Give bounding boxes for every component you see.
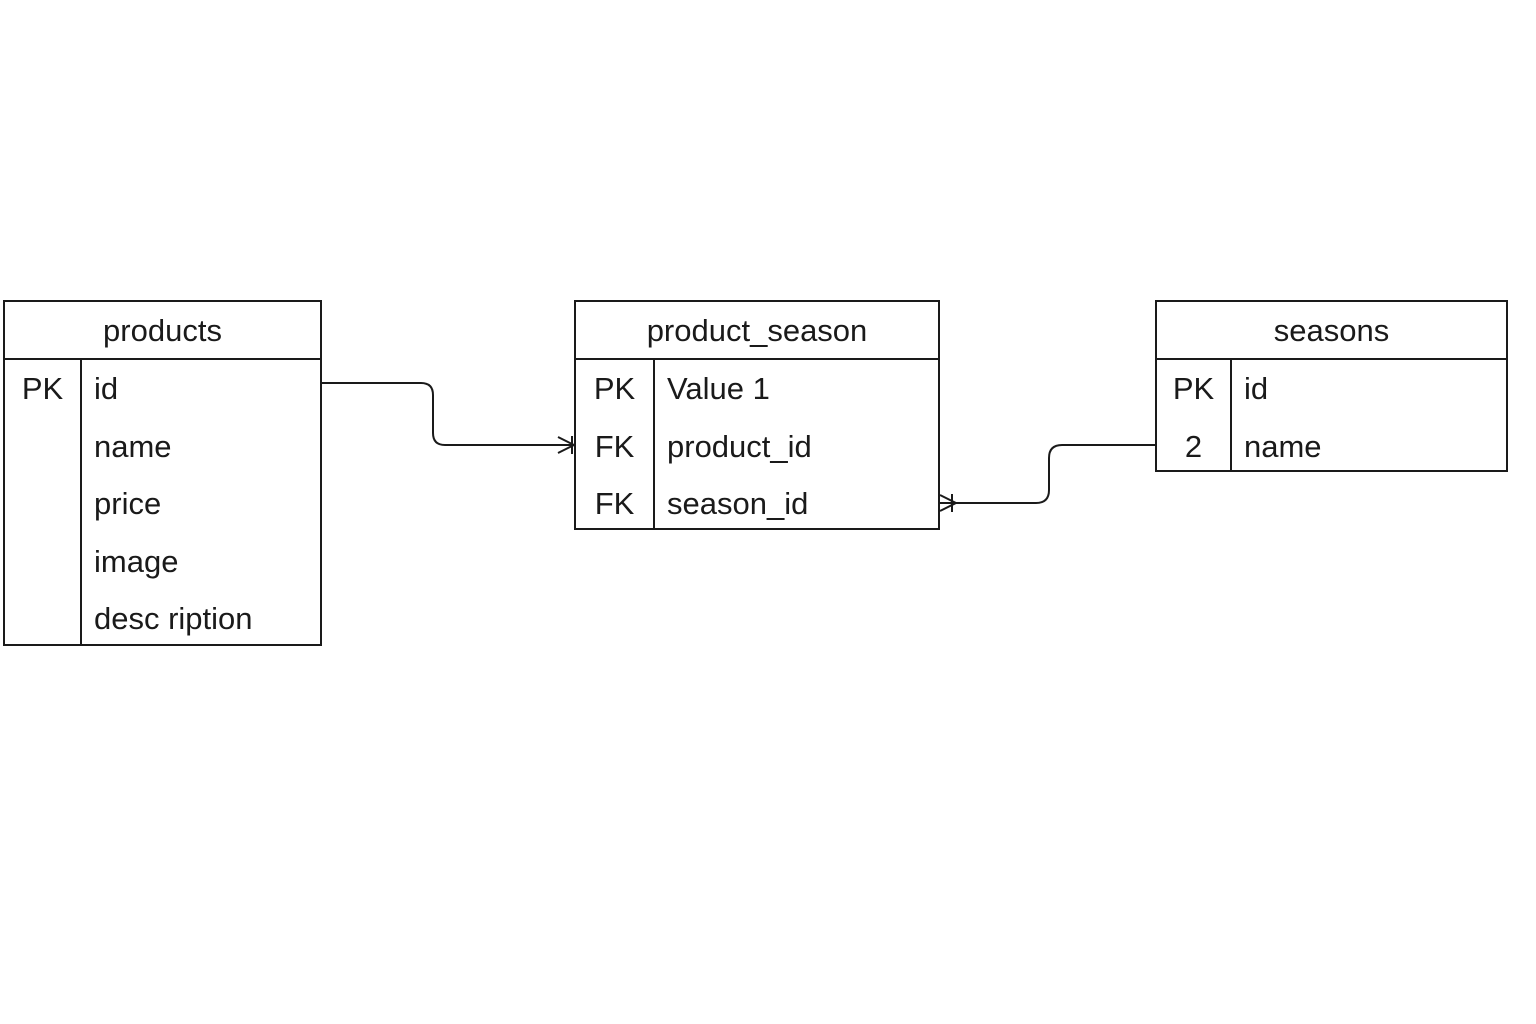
- relationship-products-product-season[interactable]: [322, 382, 575, 454]
- attribute-row: price: [5, 475, 320, 533]
- relationship-seasons-product-season[interactable]: [939, 444, 1155, 512]
- attribute-name: image: [94, 543, 179, 579]
- entity-products[interactable]: products PK id name price image desc rip…: [3, 300, 322, 646]
- crowfoot-toe-icon: [557, 444, 575, 454]
- crowfoot-toe-icon: [939, 494, 957, 504]
- attribute-row: PK id: [1157, 360, 1506, 418]
- entity-attributes: PK Value 1 FK product_id FK season_id: [576, 360, 938, 533]
- attribute-name: id: [94, 371, 119, 407]
- crowfoot-toe-icon: [557, 436, 575, 446]
- entity-attributes: PK id 2 name: [1157, 360, 1506, 475]
- attribute-row: desc ription: [5, 590, 320, 648]
- entity-seasons[interactable]: seasons PK id 2 name: [1155, 300, 1508, 472]
- entity-title: seasons: [1157, 302, 1506, 360]
- entity-title: product_season: [576, 302, 938, 360]
- attribute-name: name: [94, 428, 172, 464]
- relationship-line: [940, 444, 1155, 504]
- key-column-divider: [653, 360, 655, 530]
- attribute-name: id: [1244, 371, 1269, 407]
- attribute-row: PK Value 1: [576, 360, 938, 418]
- attribute-name: price: [94, 486, 162, 522]
- attribute-name: name: [1244, 428, 1322, 464]
- entity-attributes: PK id name price image desc ription: [5, 360, 320, 648]
- key-column-divider: [80, 360, 82, 646]
- attribute-row: FK product_id: [576, 418, 938, 476]
- attribute-row: 2 name: [1157, 418, 1506, 476]
- attribute-row: name: [5, 418, 320, 476]
- attribute-key: FK: [594, 428, 635, 464]
- relationship-line: [322, 382, 574, 446]
- attribute-key: PK: [21, 371, 64, 407]
- entity-product-season[interactable]: product_season PK Value 1 FK product_id …: [574, 300, 940, 530]
- attribute-row: image: [5, 533, 320, 591]
- attribute-key: PK: [593, 371, 636, 407]
- attribute-row: PK id: [5, 360, 320, 418]
- attribute-name: Value 1: [667, 371, 770, 407]
- attribute-name: season_id: [667, 486, 809, 522]
- attribute-key: PK: [1172, 371, 1215, 407]
- crowfoot-toe-icon: [939, 502, 957, 512]
- attribute-key: FK: [594, 486, 635, 522]
- key-column-divider: [1230, 360, 1232, 472]
- attribute-name: product_id: [667, 428, 812, 464]
- attribute-key: 2: [1184, 428, 1203, 464]
- entity-title: products: [5, 302, 320, 360]
- attribute-row: FK season_id: [576, 475, 938, 533]
- attribute-name: desc ription: [94, 601, 253, 637]
